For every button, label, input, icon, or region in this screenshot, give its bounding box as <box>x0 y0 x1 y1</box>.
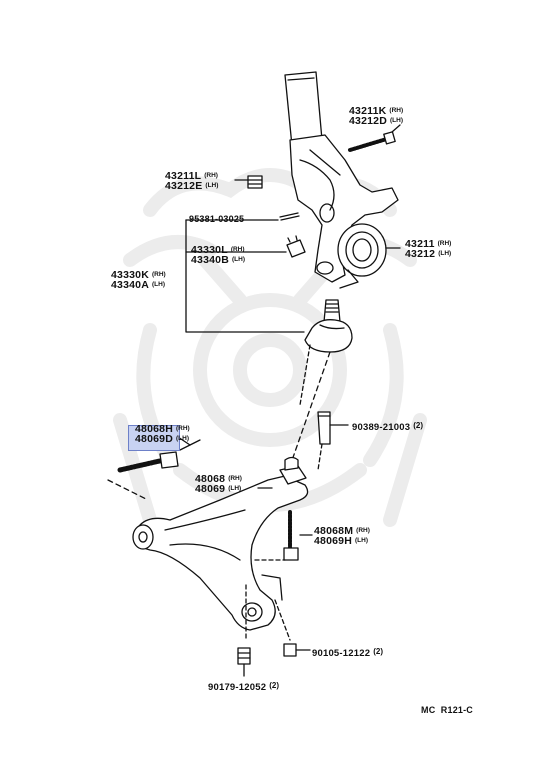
label-90105-12122[interactable]: 90105-12122(2) <box>312 646 383 659</box>
side-tag: (RH) <box>389 107 404 114</box>
label-43212[interactable]: 43212(LH) <box>405 248 451 260</box>
side-tag: (LH) <box>175 435 189 442</box>
qty-tag: (2) <box>413 421 423 430</box>
side-tag: (RH) <box>175 425 190 432</box>
part-number: 43330K <box>111 269 149 281</box>
part-number: 95381-03025 <box>189 214 245 224</box>
label-43211L[interactable]: 43211L(RH) <box>165 170 218 182</box>
side-tag: (RH) <box>151 271 166 278</box>
part-number: 90179-12052 <box>208 682 267 693</box>
cotter-pin <box>279 212 300 221</box>
side-tag: (RH) <box>228 475 242 482</box>
part-number: 43212E <box>165 180 203 192</box>
label-48069D[interactable]: 48069D(LH) <box>135 433 189 445</box>
part-number: 43212 <box>405 248 436 260</box>
label-43340A[interactable]: 43340A(LH) <box>111 279 165 291</box>
knuckle-bolt <box>348 131 396 152</box>
part-number: 48068H <box>135 423 173 435</box>
label-43211[interactable]: 43211(RH) <box>405 238 451 250</box>
lower-control-arm <box>132 456 309 631</box>
side-tag: (LH) <box>228 485 242 492</box>
long-bolt <box>107 439 201 501</box>
leader-bracket <box>185 219 305 333</box>
part-number: 48069D <box>135 433 173 445</box>
label-90389-21003[interactable]: 90389-21003(2) <box>352 420 423 433</box>
label-48068M[interactable]: 48068M(RH) <box>314 525 370 537</box>
part-number: 48069H <box>314 535 352 547</box>
side-tag: (LH) <box>205 182 219 189</box>
part-number: 43340B <box>191 254 229 266</box>
label-48069[interactable]: 48069(LH) <box>195 483 241 495</box>
side-tag: (RH) <box>437 240 452 247</box>
figure-reference: MC R121-C <box>421 705 473 716</box>
flange-bolt <box>283 643 311 657</box>
part-number: 43211K <box>349 105 387 117</box>
part-number: 43340A <box>111 279 149 291</box>
reference-code: MC R121-C <box>421 705 474 715</box>
highlight-selection <box>128 425 180 451</box>
part-number: 90105-12122 <box>312 648 371 659</box>
part-number: 43211 <box>405 238 435 250</box>
arm-bolt <box>254 510 313 561</box>
side-tag: (LH) <box>389 117 403 124</box>
side-tag: (LH) <box>231 256 245 263</box>
label-43330K[interactable]: 43330K(RH) <box>111 269 166 281</box>
part-number: 48068M <box>314 525 354 537</box>
knuckle-nut <box>247 175 263 189</box>
part-number: 43211L <box>165 170 202 182</box>
label-48068[interactable]: 48068(RH) <box>195 473 242 485</box>
strut-tube <box>284 71 323 147</box>
dashed-leader <box>289 351 331 467</box>
side-tag: (LH) <box>354 537 368 544</box>
ball-joint <box>304 299 353 353</box>
label-48068H[interactable]: 48068H(RH) <box>135 423 190 435</box>
side-tag: (RH) <box>356 527 370 534</box>
label-43330L[interactable]: 43330L(RH) <box>191 244 245 256</box>
part-number: 48069 <box>195 483 226 495</box>
castle-nut <box>286 235 306 258</box>
side-tag: (LH) <box>151 281 165 288</box>
label-43212E[interactable]: 43212E(LH) <box>165 180 218 192</box>
label-43340B[interactable]: 43340B(LH) <box>191 254 245 266</box>
part-number: 43330L <box>191 244 228 256</box>
label-48069H[interactable]: 48069H(LH) <box>314 535 368 547</box>
label-43212D[interactable]: 43212D(LH) <box>349 115 403 127</box>
part-number: 43212D <box>349 115 387 127</box>
part-number: 90389-21003 <box>352 422 411 433</box>
stud-bolt <box>317 411 349 471</box>
steering-knuckle <box>289 134 399 289</box>
label-90179-12052[interactable]: 90179-12052(2) <box>208 680 279 693</box>
side-tag: (RH) <box>204 172 218 179</box>
side-tag: (LH) <box>438 250 452 257</box>
qty-tag: (2) <box>269 681 279 690</box>
part-number: 48068 <box>195 473 226 485</box>
qty-tag: (2) <box>373 647 383 656</box>
label-95381-03025[interactable]: 95381-03025 <box>189 214 244 225</box>
side-tag: (RH) <box>230 246 245 253</box>
lower-nut <box>237 647 251 677</box>
label-43211K[interactable]: 43211K(RH) <box>349 105 403 117</box>
